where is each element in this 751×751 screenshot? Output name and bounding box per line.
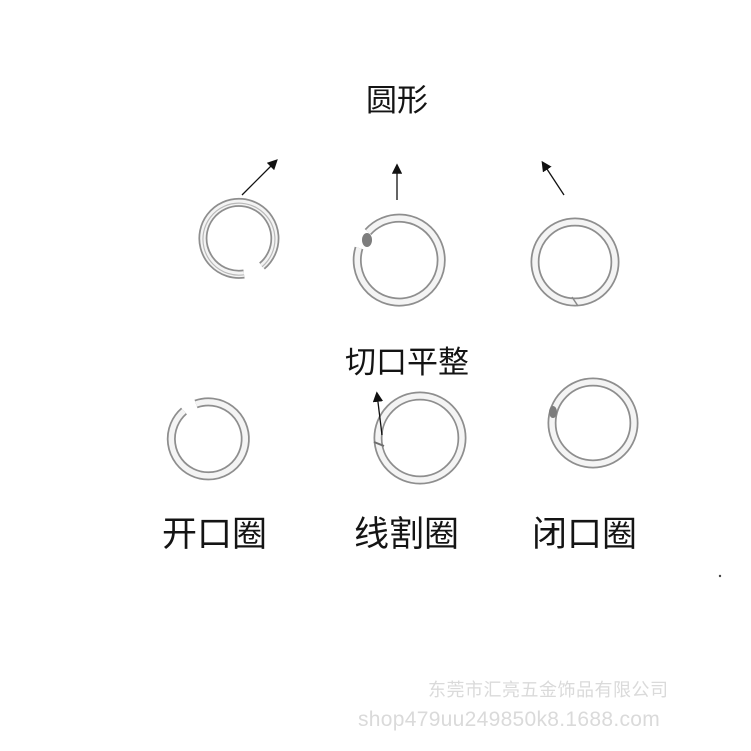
ring-gap-round [352,213,446,307]
label-closed-ring: 闭口圈 [532,515,638,555]
ring-closed-round [530,217,620,307]
ring-open [166,397,250,481]
ring-closed [547,377,639,469]
arrow-left [241,159,278,196]
speck [718,574,722,578]
watermark-company: 东莞市汇亮五金饰品有限公司 [428,680,669,701]
ring-wire-cut [373,391,467,485]
label-open-ring: 开口圈 [162,515,268,555]
watermark-url: shop479uu249850k8.1688.com [358,708,661,731]
arrow-cut [372,391,384,436]
cut-callout-label: 切口平整 [345,345,469,381]
arrow-right [541,160,565,196]
label-wire-cut-ring: 线割圈 [354,515,460,555]
ring-open-round [198,197,280,279]
title-label: 圆形 [366,83,428,119]
